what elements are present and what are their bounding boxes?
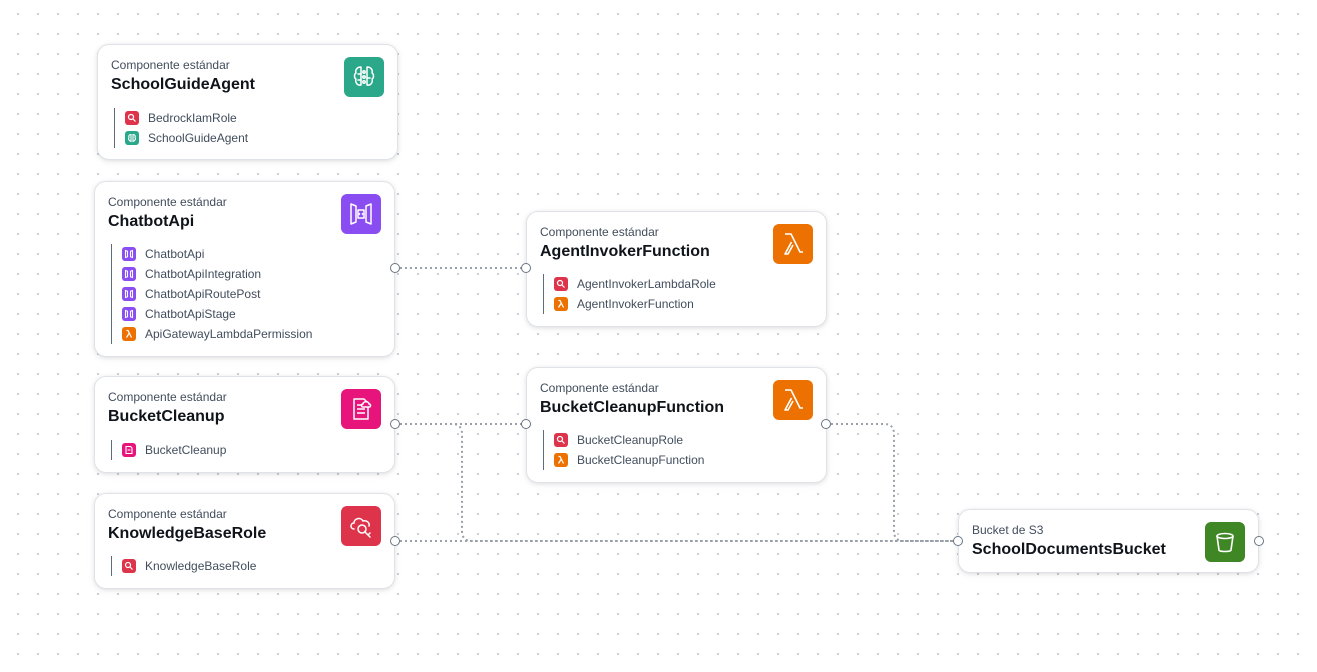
lambda-icon <box>773 380 813 420</box>
lambda-icon <box>554 453 568 467</box>
iam-role-icon <box>341 506 381 546</box>
node-title: ChatbotApi <box>108 213 195 230</box>
resource-item[interactable]: ApiGatewayLambdaPermission <box>122 324 312 344</box>
resource-label: ApiGatewayLambdaPermission <box>145 327 313 341</box>
resource-label: BedrockIamRole <box>148 111 237 125</box>
iam-role-icon <box>125 111 139 125</box>
port-knowledgebaserole-out[interactable] <box>390 536 400 546</box>
node-subtitle: Componente estándar <box>540 381 659 395</box>
node-subtitle: Componente estándar <box>108 507 227 521</box>
lambda-icon <box>554 297 568 311</box>
node-title: BucketCleanup <box>108 408 225 425</box>
resource-label: ChatbotApi <box>145 247 205 261</box>
resource-list: BedrockIamRole SchoolGuideAgent <box>114 108 248 148</box>
api-gateway-icon <box>122 287 136 301</box>
iam-role-icon <box>554 277 568 291</box>
node-title: SchoolGuideAgent <box>111 76 255 93</box>
api-gateway-icon <box>341 194 381 234</box>
s3-bucket-icon <box>1205 522 1245 562</box>
resource-label: BucketCleanupRole <box>577 433 684 447</box>
resource-label: AgentInvokerLambdaRole <box>577 277 716 291</box>
node-title: SchoolDocumentsBucket <box>972 541 1166 558</box>
edge-bucketcleanupfunction-bucket <box>826 423 958 542</box>
resource-item[interactable]: SchoolGuideAgent <box>125 128 248 148</box>
node-subtitle: Componente estándar <box>108 390 227 404</box>
node-title: AgentInvokerFunction <box>540 243 710 260</box>
resource-label: ChatbotApiStage <box>145 307 236 321</box>
resource-item[interactable]: ChatbotApiStage <box>122 304 312 324</box>
iam-role-icon <box>122 559 136 573</box>
port-bucketcleanupfunction-out[interactable] <box>821 419 831 429</box>
resource-label: AgentInvokerFunction <box>577 297 694 311</box>
lambda-icon <box>773 224 813 264</box>
resource-label: ChatbotApiIntegration <box>145 267 262 281</box>
resource-item[interactable]: BucketCleanupFunction <box>554 450 704 470</box>
resource-label: BucketCleanupFunction <box>577 453 705 467</box>
resource-label: BucketCleanup <box>145 443 227 457</box>
node-subtitle: Componente estándar <box>540 225 659 239</box>
node-subtitle: Componente estándar <box>108 195 227 209</box>
port-bucketcleanupfunction-in[interactable] <box>521 419 531 429</box>
resource-list: ChatbotApi ChatbotApiIntegration Chatbot… <box>111 244 312 344</box>
node-card-bucketcleanup[interactable]: Componente estándar BucketCleanup Bucket… <box>94 376 395 473</box>
resource-list: BucketCleanupRole BucketCleanupFunction <box>543 430 704 470</box>
node-card-chatbotapi[interactable]: Componente estándar ChatbotApi ChatbotAp… <box>94 181 395 357</box>
resource-item[interactable]: AgentInvokerFunction <box>554 294 716 314</box>
resource-item[interactable]: BucketCleanupRole <box>554 430 704 450</box>
custom-resource-icon <box>341 389 381 429</box>
resource-list: AgentInvokerLambdaRole AgentInvokerFunct… <box>543 274 716 314</box>
bedrock-agent-icon <box>125 131 139 145</box>
node-card-schooldocumentsbucket[interactable]: Bucket de S3 SchoolDocumentsBucket <box>958 509 1259 573</box>
api-gateway-icon <box>122 307 136 321</box>
resource-item[interactable]: BucketCleanup <box>122 440 226 460</box>
node-title: BucketCleanupFunction <box>540 399 725 416</box>
resource-label: KnowledgeBaseRole <box>145 559 257 573</box>
resource-item[interactable]: BedrockIamRole <box>125 108 248 128</box>
port-agentinvokerfunction-in[interactable] <box>521 263 531 273</box>
api-gateway-icon <box>122 247 136 261</box>
resource-list: KnowledgeBaseRole <box>111 556 256 576</box>
port-bucketcleanup-out[interactable] <box>390 419 400 429</box>
port-chatbotapi-out[interactable] <box>390 263 400 273</box>
node-card-schoolguideagent[interactable]: Componente estándar SchoolGuideAgent Bed… <box>97 44 398 160</box>
node-card-agentinvokerfunction[interactable]: Componente estándar AgentInvokerFunction… <box>526 211 827 327</box>
port-schooldocumentsbucket-out[interactable] <box>1254 536 1264 546</box>
node-title: KnowledgeBaseRole <box>108 525 267 542</box>
port-schooldocumentsbucket-in[interactable] <box>953 536 963 546</box>
resource-label: ChatbotApiRoutePost <box>145 287 261 301</box>
lambda-icon <box>122 327 136 341</box>
node-subtitle: Componente estándar <box>111 58 230 72</box>
resource-item[interactable]: AgentInvokerLambdaRole <box>554 274 716 294</box>
node-subtitle: Bucket de S3 <box>972 523 1044 537</box>
bedrock-brain-icon <box>344 57 384 97</box>
resource-item[interactable]: KnowledgeBaseRole <box>122 556 256 576</box>
iam-role-icon <box>554 433 568 447</box>
resource-item[interactable]: ChatbotApiRoutePost <box>122 284 312 304</box>
resource-label: SchoolGuideAgent <box>148 131 249 145</box>
api-gateway-icon <box>122 267 136 281</box>
node-card-bucketcleanupfunction[interactable]: Componente estándar BucketCleanupFunctio… <box>526 367 827 483</box>
resource-item[interactable]: ChatbotApi <box>122 244 312 264</box>
node-card-knowledgebaserole[interactable]: Componente estándar KnowledgeBaseRole Kn… <box>94 493 395 589</box>
custom-resource-icon <box>122 443 136 457</box>
resource-item[interactable]: ChatbotApiIntegration <box>122 264 312 284</box>
resource-list: BucketCleanup <box>111 440 226 460</box>
